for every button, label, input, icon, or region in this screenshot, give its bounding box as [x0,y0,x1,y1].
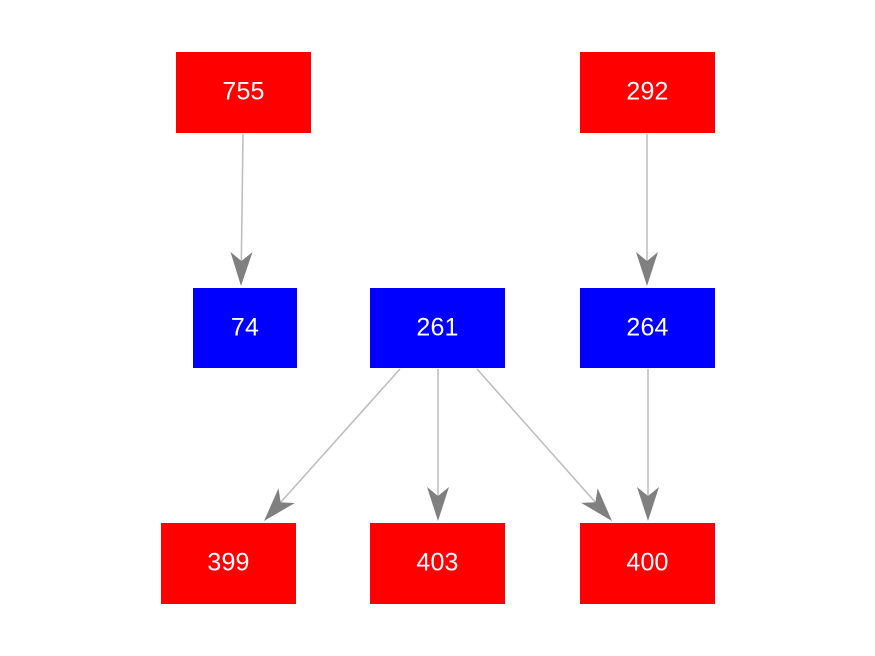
graph-node-74[interactable]: 74 [193,288,297,368]
graph-edge-261-to-399 [264,368,401,521]
edge-shaft [240,133,244,271]
graph-node-label: 261 [416,313,459,341]
graph-node-399[interactable]: 399 [161,523,296,604]
graph-edge-264-to-400 [637,369,659,521]
edge-arrowhead-icon [636,252,658,286]
edge-arrowhead-icon [264,488,295,521]
edge-shaft [476,368,603,511]
graph-edge-755-to-74 [230,133,253,286]
graph-node-403[interactable]: 403 [370,523,505,604]
graph-node-755[interactable]: 755 [176,52,311,133]
graph-node-label: 264 [626,313,669,341]
graph-node-label: 74 [230,313,260,341]
edge-arrowhead-icon [581,488,612,521]
graph-node-261[interactable]: 261 [370,288,505,368]
edge-shaft [273,368,401,511]
graph-edge-261-to-403 [427,369,449,521]
edge-arrowhead-icon [427,487,449,521]
graph-node-label: 755 [222,77,265,106]
graph-node-292[interactable]: 292 [580,52,715,133]
graph-edge-292-to-264 [636,134,658,286]
graph-node-label: 403 [416,548,459,577]
graph-node-label: 399 [207,548,250,577]
graph-edge-261-to-400 [476,368,612,521]
edge-arrowhead-icon [637,487,659,521]
graph-node-label: 292 [626,77,669,106]
edge-arrowhead-icon [230,251,253,286]
graph-node-label: 400 [626,548,669,577]
graph-node-400[interactable]: 400 [580,523,715,604]
graph-node-264[interactable]: 264 [580,288,715,368]
